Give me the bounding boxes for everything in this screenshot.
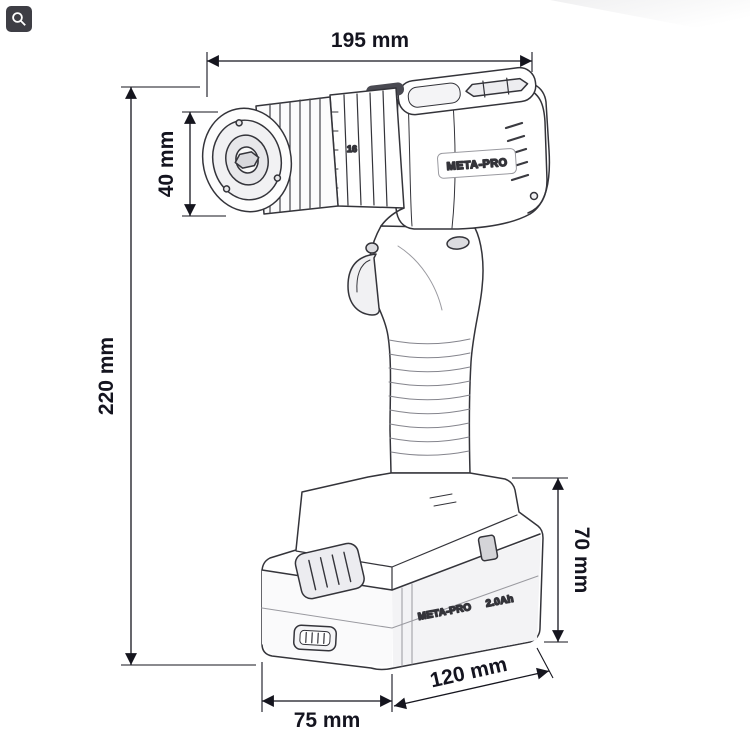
driver-bit bbox=[465, 77, 529, 98]
dimension-battery-height: 70 mm bbox=[512, 477, 593, 643]
side-ribs bbox=[401, 583, 413, 667]
chuck-screw bbox=[273, 174, 282, 182]
bit-holder-pad bbox=[407, 82, 461, 108]
drill-handle bbox=[347, 225, 484, 474]
forward-reverse-stub bbox=[365, 242, 379, 254]
chuck-face bbox=[201, 107, 293, 213]
dimension-annotations: 195 mm 40 mm 220 mm 70 mm bbox=[95, 29, 593, 732]
handle-outline bbox=[368, 225, 484, 474]
top-bit-holder bbox=[397, 66, 537, 116]
collar-ticks bbox=[331, 111, 339, 189]
dimension-label-total-length: 195 mm bbox=[331, 29, 409, 52]
front-latch bbox=[293, 624, 337, 652]
handle-overmold-seam bbox=[397, 245, 443, 311]
rear-vents bbox=[504, 121, 530, 182]
trigger-seam bbox=[356, 259, 371, 293]
dimension-total-length: 195 mm bbox=[206, 29, 533, 97]
chuck-screw bbox=[235, 119, 243, 127]
magnifier-glyph bbox=[12, 12, 26, 26]
collar-body bbox=[329, 87, 405, 209]
drill-illustration: META-PRO 16 bbox=[201, 66, 551, 671]
side-switch bbox=[477, 534, 499, 562]
dimension-line bbox=[393, 667, 550, 710]
trigger bbox=[347, 253, 380, 316]
hex-socket bbox=[234, 151, 260, 169]
collar-flutes bbox=[343, 90, 388, 207]
dimension-label-total-height: 220 mm bbox=[95, 337, 118, 415]
battery-pack: META-PRO 2.0Ah bbox=[261, 472, 544, 671]
brand-badge: META-PRO bbox=[437, 148, 517, 179]
collar-marking: 16 bbox=[347, 144, 357, 154]
chuck bbox=[201, 96, 339, 215]
rear-cap-seam bbox=[523, 86, 548, 214]
torque-collar: 16 bbox=[329, 87, 405, 209]
terminal-slots bbox=[429, 493, 457, 507]
dimension-label-battery-height: 70 mm bbox=[570, 527, 593, 594]
chuck-screw bbox=[222, 185, 231, 193]
dimension-label-base-width: 75 mm bbox=[294, 709, 361, 732]
zoom-icon[interactable] bbox=[6, 6, 32, 32]
grip-texture bbox=[388, 338, 471, 456]
rear-screw bbox=[529, 191, 539, 201]
dimension-base-width: 75 mm bbox=[261, 662, 393, 732]
underside-curve bbox=[380, 207, 405, 227]
forward-reverse-button bbox=[446, 236, 470, 250]
dimension-total-height: 220 mm bbox=[95, 86, 256, 666]
housing-brand-label: META-PRO bbox=[446, 157, 508, 173]
bit-clips bbox=[482, 77, 510, 98]
extension-line bbox=[536, 647, 554, 679]
release-button bbox=[294, 542, 365, 600]
dimension-chuck-height: 40 mm bbox=[155, 111, 226, 217]
dimension-label-chuck-height: 40 mm bbox=[155, 131, 178, 198]
battery-seam bbox=[261, 575, 539, 629]
